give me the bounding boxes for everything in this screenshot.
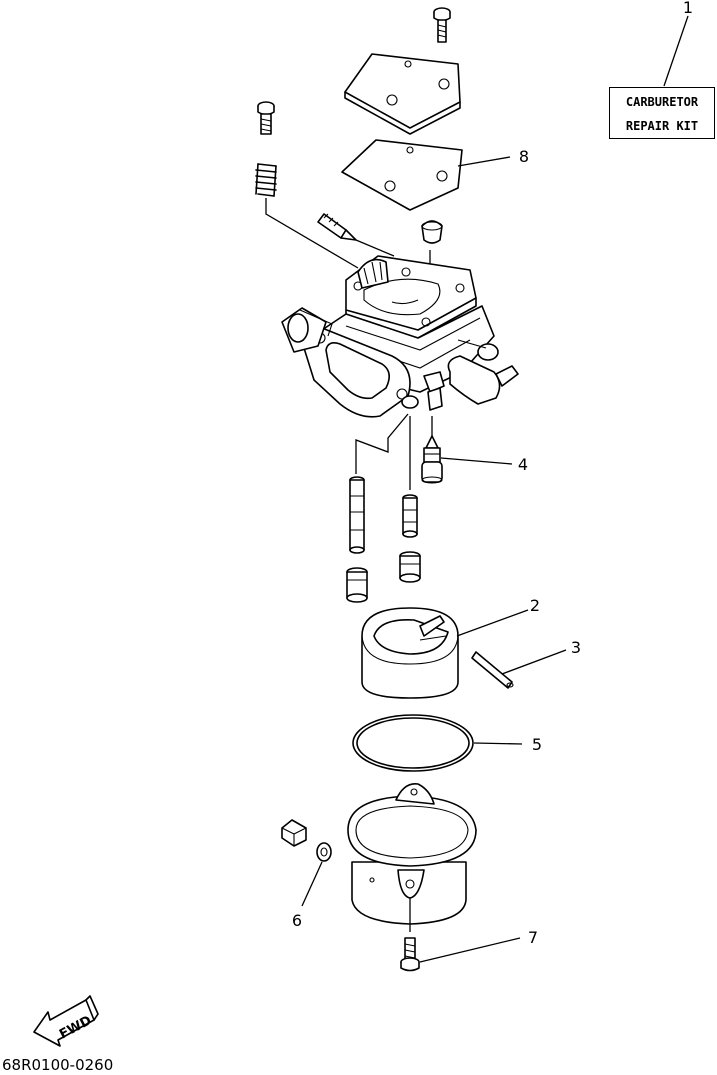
callout-7: 7 — [528, 928, 538, 947]
callout-4: 4 — [518, 455, 528, 474]
plug-cap — [421, 220, 443, 244]
leader-1 — [663, 15, 689, 87]
callout-6: 6 — [292, 911, 302, 930]
float-needle — [421, 435, 443, 484]
drain-screw — [281, 819, 307, 847]
fwd-arrow-icon: FWD — [33, 995, 99, 1047]
diagram-code: 68R0100-0260 — [2, 1056, 114, 1074]
kit-label-line2: REPAIR KIT — [625, 119, 699, 133]
carburetor-repair-kit-label: CARBURETOR REPAIR KIT — [609, 87, 715, 139]
callout-1: 1 — [683, 0, 693, 17]
needle-leader — [355, 239, 395, 257]
leader-8 — [457, 156, 511, 167]
adjust-spring — [255, 163, 277, 197]
kit-label-line1: CARBURETOR — [625, 95, 699, 109]
leader-5 — [473, 742, 523, 745]
drain-washer — [316, 842, 332, 862]
callout-3: 3 — [571, 638, 581, 657]
leader-4 — [440, 457, 513, 465]
jet-leader — [355, 413, 409, 474]
leader-2 — [456, 609, 529, 637]
callout-2: 2 — [530, 596, 540, 615]
needle-valve — [317, 213, 357, 241]
float — [361, 607, 459, 699]
diaphragm-gasket — [341, 139, 463, 211]
cover-plate — [344, 53, 461, 135]
spring-leader — [265, 198, 359, 269]
float-bowl — [347, 783, 477, 925]
pilot-jet — [402, 494, 418, 538]
callout-8: 8 — [519, 147, 529, 166]
leader-3 — [501, 649, 567, 675]
top-screw — [433, 7, 451, 43]
callout-5: 5 — [532, 735, 542, 754]
main-jet — [346, 567, 368, 603]
float-pin — [471, 651, 514, 689]
o-ring — [352, 714, 474, 772]
main-nozzle — [349, 476, 365, 554]
leader-7 — [419, 937, 521, 963]
bowl-bolt — [400, 937, 420, 972]
pilot-plug — [399, 551, 421, 583]
adjust-screw — [257, 101, 275, 135]
leader-6 — [301, 861, 323, 907]
carburetor-body — [281, 255, 519, 418]
